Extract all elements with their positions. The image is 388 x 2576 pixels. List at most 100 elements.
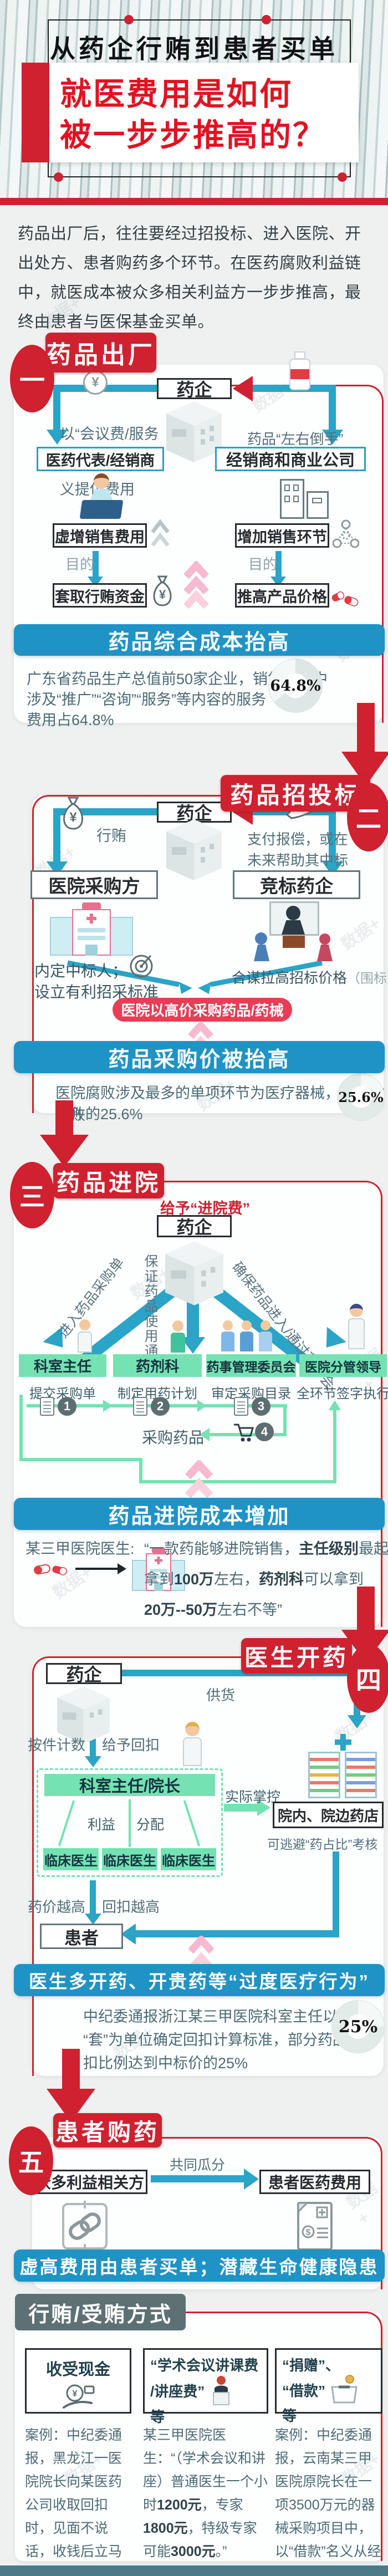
s3-result-banner: 药品进院成本增加 [14, 1498, 385, 1530]
s2-left-text1: 内定中标人； [34, 962, 128, 980]
banner-text: 药品综合成本抬高 [108, 631, 290, 654]
chain-link-icon [60, 2201, 110, 2254]
s4-clinician-box-2: 临床医生 [102, 1848, 157, 1870]
lecturer-icon [213, 2376, 230, 2405]
q: 拿到 [144, 1571, 174, 1588]
label: 经销商和商业公司 [226, 452, 355, 470]
bribe-title-tab: 行贿/受贿方式 [15, 2294, 186, 2330]
s1-right-note: 药品“左右倒手” [247, 431, 344, 447]
section2-border [32, 795, 223, 1113]
pharma-box-s3: 药企 [157, 1215, 232, 1237]
arrowhead-left [200, 1428, 210, 1441]
t: “（学术会议和讲座）普通医生一个小时 [143, 2451, 268, 2513]
label: 医药代表/经销商 [45, 452, 155, 469]
label: 合谋拉高招标价格 [232, 970, 348, 986]
s4-stat-line2: “套”为单位确定回扣计算标准，部分药品回 [83, 2032, 363, 2048]
arrowhead-down [348, 1715, 366, 1728]
s1-mid-right-box: 增加销售环节 [235, 523, 329, 548]
s3-role-box-2: 药剂科 [113, 1354, 202, 1377]
flow-line [333, 1851, 339, 1935]
flow-line [329, 385, 336, 432]
patient-arrow-line [134, 1930, 339, 1937]
share-arrow-line [151, 2175, 246, 2182]
svg-text:$: $ [306, 2228, 311, 2237]
s3-role-box-3: 药事管理委员会 [206, 1354, 296, 1377]
arrowhead-right [197, 1400, 207, 1412]
building-icon [166, 401, 222, 462]
s4-pie-chart: 25% [331, 2000, 385, 2053]
arrowhead-right [118, 1563, 126, 1574]
label: 医院采购方 [48, 876, 140, 896]
s4-count-label: 按件计数 [28, 1737, 86, 1753]
step-number-4: 4 [255, 1422, 274, 1441]
t-bold: 3000元 [171, 2544, 216, 2559]
capsules-icon [33, 1560, 69, 1582]
bribe-case-1: 案例：中纪委通报，黑龙江一医院院长向某医药公司收取回扣时，见面不说话，收钱后立马… [25, 2427, 122, 2576]
step-number-2: 2 [151, 1397, 170, 1416]
banner-text: 药品进院成本增加 [108, 1504, 290, 1528]
s1-box-left: 医药代表/经销商 [37, 447, 164, 471]
s3-role-box-1: 科室主任 [19, 1354, 106, 1377]
loop-line [333, 1410, 336, 1483]
arrowhead-right [244, 2169, 259, 2190]
s4-clinician-box-3: 临床医生 [161, 1848, 216, 1870]
flow-line [275, 551, 282, 578]
label: 临床医生 [103, 1853, 156, 1869]
s1-box-right: 经销商和商业公司 [215, 447, 366, 471]
section4-number: 四 [356, 1666, 381, 1695]
label: 增加销售环节 [237, 528, 327, 545]
s1-end-left-box: 套取行贿资金 [53, 583, 147, 608]
section3-title: 药品进院 [56, 1169, 161, 1196]
step-num: 1 [63, 1399, 71, 1413]
label: 临床医生 [44, 1853, 98, 1869]
label: 推高产品价格 [237, 588, 327, 605]
pharmacist-figure-icon [171, 1320, 185, 1354]
bribe-case-2: 某三甲医院医生：“（学术会议和讲座）普通医生一个小时1200元，专家1800元，… [143, 2424, 270, 2563]
role-label: 科室主任 [33, 1358, 91, 1375]
pink-chevrons-up-icon [183, 560, 210, 611]
arrowhead-up [329, 1400, 341, 1410]
s1-purpose-left: 目的 [65, 556, 95, 573]
q-bold: 100万 [174, 1571, 215, 1588]
step-number-1: 1 [58, 1397, 76, 1416]
s2-box-left: 医院采购方 [30, 870, 158, 899]
section3-border [154, 1181, 382, 1627]
section5-number-badge: 五 [9, 2126, 53, 2195]
section2-number-badge: 二 [347, 783, 388, 851]
pill-bottle-icon [289, 351, 310, 390]
transition-arrow [55, 1100, 73, 1137]
bribe-method-box-1: 收受现金 ¥ [25, 2348, 131, 2414]
building-icon [165, 1241, 223, 1306]
document-icon [40, 1397, 54, 1416]
label: 患者 [64, 1928, 99, 1948]
pill-text: 医院以高价采购药品/药械 [121, 1002, 284, 1019]
bribe-border [183, 2312, 382, 2561]
building-icon [166, 819, 222, 880]
label: 竞标药企 [260, 876, 333, 896]
s4-rebate-high-label: 回扣越高 [102, 1899, 160, 1915]
s2-pie-value: 25.6% [338, 1089, 384, 1105]
s3-fee-label: 给予“进院费” [160, 1200, 250, 1217]
hospital-leader-figure-icon [348, 1304, 365, 1354]
s4-stat-line3: 扣比例达到中标价的25% [83, 2055, 248, 2072]
flow-line [93, 551, 99, 578]
section3-title-tab: 药品进院 [53, 1163, 164, 1198]
s3-quote-line3: 20万--50万左右不等” [144, 1598, 282, 1619]
bribe-method-box-2: “学术会议讲课费 /讲座费” 等 [143, 2348, 268, 2425]
s5-box-right: 患者医药费用 [259, 2170, 370, 2194]
s4-supply-label: 供货 [206, 1687, 236, 1703]
t: 案例：中纪委通报，云南某三甲医院原院长在一项3500万元的器械采购项目中，以“借… [275, 2427, 381, 2576]
money-bag-icon: ¥ [149, 571, 176, 610]
cash-in-hand-icon: ¥ [63, 2384, 95, 2409]
coin-yen-icon: ¥ [83, 370, 108, 395]
t: 某三甲医院医生： [143, 2427, 227, 2466]
transition-arrow [357, 1587, 375, 1632]
step-flow-line [283, 1404, 287, 1435]
s4-avoid-label: 可逃避“药占比”考核 [267, 1837, 378, 1851]
t: ，特级专家可能 [143, 2521, 257, 2559]
s4-control-label: 实际掌控 [225, 1789, 281, 1805]
s2-left-note: 行贿 [96, 828, 126, 844]
transition-arrow [62, 2049, 80, 2091]
s3-stat-source: 某三甲医院医生: [25, 1541, 135, 1557]
committee-figures-icon [221, 1320, 274, 1354]
